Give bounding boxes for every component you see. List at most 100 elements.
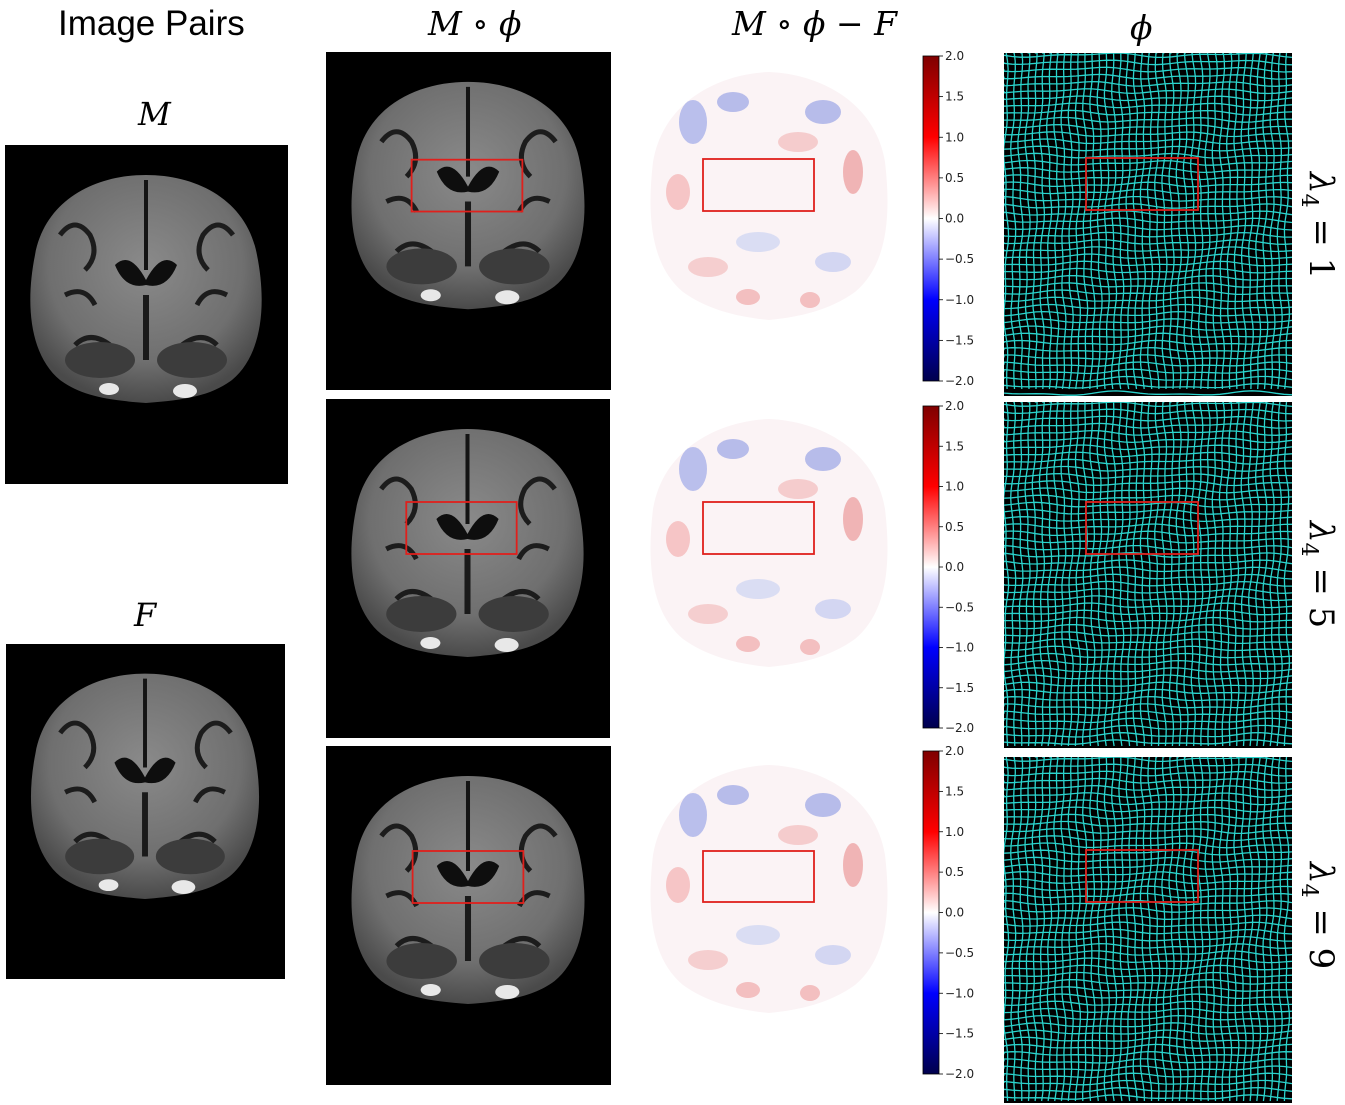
moving-image: [5, 145, 288, 484]
grid-line: [1004, 856, 1292, 863]
grid-line: [1004, 53, 1010, 390]
grid-line: [1004, 437, 1292, 444]
grid-line: [1004, 566, 1292, 573]
grid-line: [1146, 757, 1154, 1102]
grid-line: [1240, 53, 1247, 390]
grid-line: [1004, 835, 1292, 842]
grid-line: [1110, 757, 1118, 1102]
grid-line: [1004, 731, 1292, 738]
colorbar-tick-label: 2.0: [945, 399, 964, 413]
grid-line: [1017, 53, 1024, 390]
lambda-label-row2: λ4 = 5: [1296, 521, 1341, 629]
grid-line: [1139, 53, 1147, 390]
grid-line: [1004, 631, 1292, 637]
grid-line: [1283, 757, 1290, 1102]
grid-line: [1103, 402, 1110, 747]
difference-map-row3: [638, 745, 900, 1075]
grid-line: [1226, 402, 1233, 747]
grid-line: [1004, 602, 1292, 609]
grid-line: [1031, 402, 1038, 747]
fixed-image: [6, 644, 285, 979]
grid-line: [1024, 53, 1031, 390]
difference-map-row2: [638, 399, 900, 729]
grid-line: [1132, 402, 1139, 747]
grid-line: [1004, 325, 1292, 331]
colorbar-tick-label: 1.5: [945, 784, 964, 798]
lambda-label-row1: λ4 = 1: [1296, 172, 1341, 280]
difference-map-row1: [638, 52, 900, 382]
grid-line: [1004, 892, 1292, 899]
roi-box: [702, 850, 815, 903]
colorbar-tick-label: 2.0: [945, 744, 964, 758]
warped-image-row3: [326, 746, 611, 1085]
grid-line: [1004, 382, 1292, 389]
grid-line: [1060, 53, 1067, 390]
grid-line: [1004, 402, 1292, 408]
grid-line: [1004, 964, 1292, 971]
grid-line: [1255, 53, 1262, 390]
colorbar-tick-label: −0.5: [945, 946, 974, 960]
grid-line: [1004, 659, 1292, 666]
label-moving: M: [138, 95, 171, 133]
grid-line: [1004, 652, 1292, 659]
grid-line: [1004, 849, 1292, 856]
grid-line: [1004, 303, 1292, 310]
colorbar-tick-label: −1.0: [945, 293, 974, 307]
grid-line: [1004, 102, 1292, 109]
grid-line: [1004, 806, 1292, 813]
grid-line: [1004, 217, 1292, 224]
roi-box: [1085, 157, 1199, 211]
grid-line: [1004, 238, 1292, 245]
grid-line: [1038, 53, 1046, 390]
header-warped: M ∘ ϕ: [428, 4, 522, 43]
grid-line: [1004, 253, 1292, 260]
grid-line: [1154, 53, 1161, 390]
grid-line: [1004, 188, 1292, 195]
grid-line: [1081, 53, 1089, 390]
grid-line: [1118, 53, 1125, 390]
grid-line: [1118, 402, 1125, 747]
grid-line: [1004, 267, 1292, 274]
grid-line: [1004, 1065, 1292, 1071]
grid-line: [1004, 993, 1292, 1000]
grid-line: [1004, 770, 1292, 777]
grid-line: [1168, 53, 1175, 390]
grid-line: [1004, 827, 1292, 835]
grid-line: [1004, 1094, 1292, 1100]
colorbar-tick-label: 0.0: [945, 212, 964, 226]
grid-line: [1004, 174, 1292, 181]
grid-line: [1161, 757, 1168, 1102]
grid-line: [1004, 422, 1292, 429]
roi-box: [410, 158, 524, 213]
grid-line: [1004, 799, 1292, 806]
grid-line: [1004, 573, 1292, 580]
lambda-label-row3: λ4 = 9: [1296, 862, 1341, 970]
grid-line: [1004, 757, 1292, 763]
grid-line: [1161, 402, 1168, 747]
grid-line: [1004, 508, 1292, 515]
colorbar-tick-label: 1.0: [945, 825, 964, 839]
grid-line: [1004, 703, 1292, 709]
grid-line: [1004, 1050, 1292, 1057]
grid-line: [1004, 695, 1292, 702]
grid-line: [1004, 181, 1292, 188]
grid-line: [1004, 537, 1292, 544]
grid-line: [1132, 757, 1139, 1102]
grid-line: [1004, 246, 1292, 253]
grid-line: [1004, 145, 1292, 152]
grid-line: [1004, 609, 1292, 616]
grid-line: [1004, 138, 1292, 145]
grid-line: [1004, 80, 1292, 87]
grid-line: [1168, 402, 1175, 747]
grid-line: [1017, 757, 1024, 1102]
grid-line: [1004, 260, 1292, 267]
grid-line: [1004, 332, 1292, 338]
grid-line: [1067, 53, 1074, 390]
grid-line: [1004, 501, 1292, 508]
grid-line: [1004, 53, 1292, 59]
header-image-pairs: Image Pairs: [58, 4, 245, 43]
warped-image-row1: [326, 52, 611, 390]
colorbar-tick-label: −1.5: [945, 681, 974, 695]
grid-line: [1189, 53, 1197, 390]
colorbar-tick-label: −1.5: [945, 333, 974, 347]
